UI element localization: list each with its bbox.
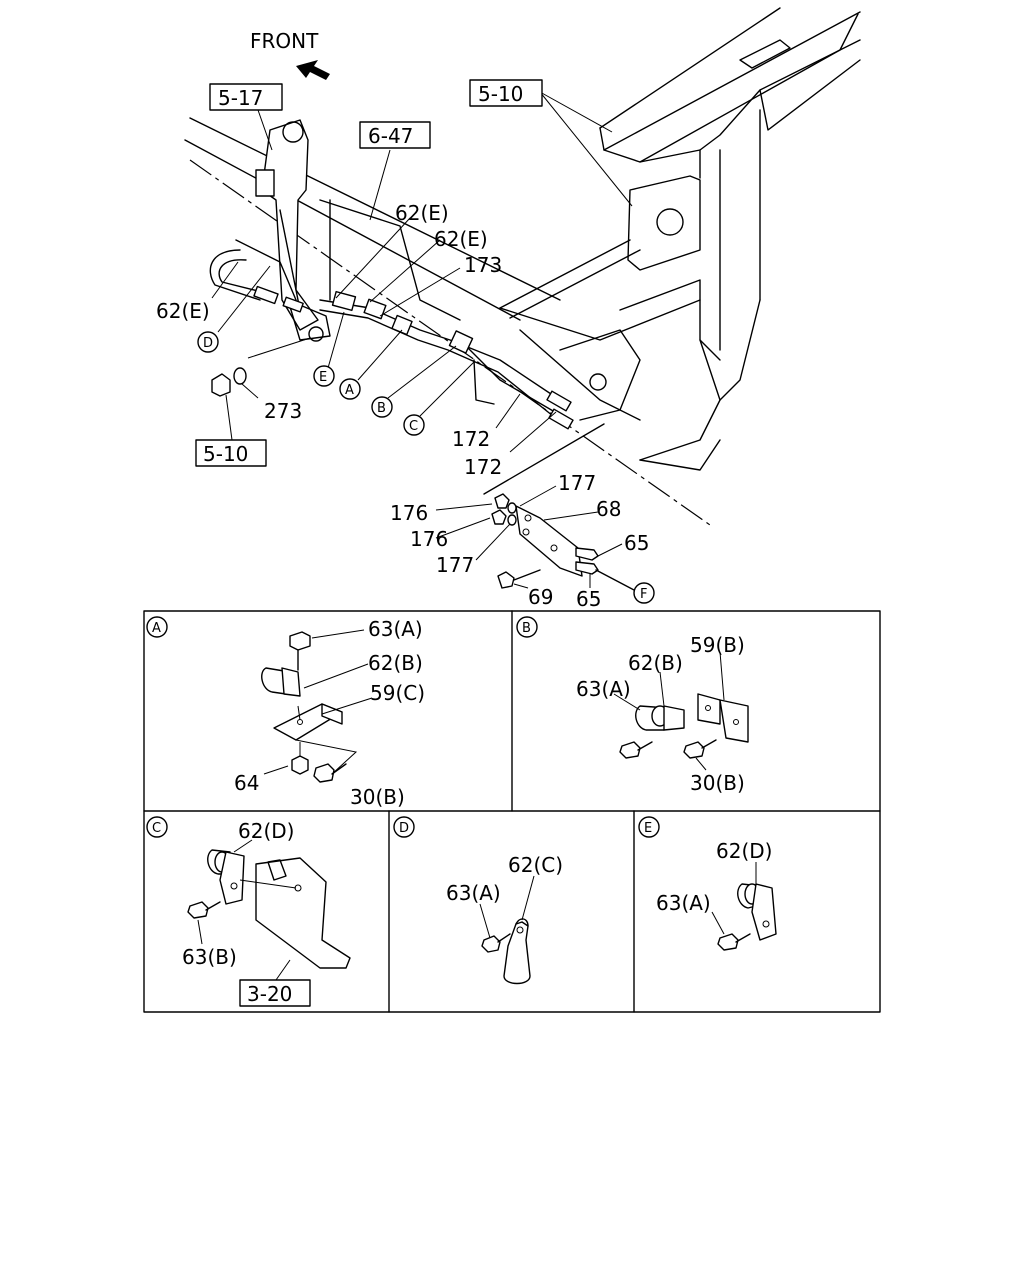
part-label: 68 <box>596 497 621 521</box>
part-label: 172 <box>464 455 502 479</box>
detail-d: D 62(C) 63(A) <box>393 816 563 985</box>
svg-text:F: F <box>640 587 647 602</box>
svg-text:B: B <box>377 401 386 416</box>
part-label: 63(A) <box>368 617 423 641</box>
bracket-assembly <box>483 423 635 591</box>
callout-d: D <box>197 331 219 353</box>
hydraulic-cylinder <box>255 119 331 342</box>
detail-b: B 59(B) 62(B) 63(A) 30(B) <box>516 616 749 795</box>
detail-a: A 63(A) 62(B) 59(C) 64 30(B) <box>146 616 425 809</box>
callout-c: C <box>403 414 425 436</box>
ref-box-6-47 <box>359 121 431 149</box>
callout-b: B <box>371 396 393 418</box>
part-label: 63(A) <box>576 677 631 701</box>
callout-f: F <box>633 582 655 604</box>
part-label: 63(A) <box>656 891 711 915</box>
ref-5-10-top-text: 5-10 <box>478 82 523 106</box>
part-label: 176 <box>410 527 448 551</box>
part-label: 30(B) <box>350 785 405 809</box>
chassis-frame <box>184 7 861 526</box>
ref-5-17-text: 5-17 <box>218 86 263 110</box>
detail-grid <box>143 610 881 1013</box>
svg-text:A: A <box>345 383 354 398</box>
part-label: 64 <box>234 771 259 795</box>
svg-text:A: A <box>152 621 161 636</box>
part-label: 177 <box>558 471 596 495</box>
detail-c: C 62(D) 63(B) 3-20 <box>146 816 351 1007</box>
part-label: 177 <box>436 553 474 577</box>
callout-e: E <box>313 365 335 387</box>
ref-box-5-10-bottom <box>195 439 267 467</box>
leader-lines <box>211 91 633 589</box>
ref-6-47-text: 6-47 <box>368 124 413 148</box>
front-arrow-icon <box>296 60 330 80</box>
part-label: 176 <box>390 501 428 525</box>
hose-lines <box>209 239 574 430</box>
ref-3-20-text: 3-20 <box>247 982 292 1006</box>
part-label: 63(A) <box>446 881 501 905</box>
part-label: 62(B) <box>368 651 423 675</box>
ref-box-5-10-top <box>469 79 543 107</box>
part-label: 62(D) <box>716 839 772 863</box>
part-label: 172 <box>452 427 490 451</box>
callout-a: A <box>339 378 361 400</box>
part-label: 59(C) <box>370 681 425 705</box>
main-assembly: FRONT <box>156 7 861 611</box>
ref-5-10-bottom-text: 5-10 <box>203 442 248 466</box>
svg-text:E: E <box>644 821 652 836</box>
washer-icon <box>233 367 247 385</box>
part-label: 65 <box>624 531 649 555</box>
ref-box-5-17 <box>209 83 283 111</box>
svg-text:B: B <box>522 621 531 636</box>
part-label: 62(E) <box>156 299 210 323</box>
part-label: 62(D) <box>238 819 294 843</box>
svg-text:D: D <box>399 821 409 836</box>
part-label: 65 <box>576 587 601 611</box>
part-label: 63(B) <box>182 945 237 969</box>
part-label: 62(B) <box>628 651 683 675</box>
svg-text:C: C <box>152 821 161 836</box>
part-label: 69 <box>528 585 553 609</box>
part-label: 273 <box>264 399 302 423</box>
front-label: FRONT <box>250 29 319 53</box>
part-label: 62(C) <box>508 853 563 877</box>
part-label: 30(B) <box>690 771 745 795</box>
part-label: 59(B) <box>690 633 745 657</box>
detail-e: E 62(D) 63(A) <box>638 816 777 951</box>
bolt-icon <box>211 373 231 397</box>
svg-text:E: E <box>319 370 327 385</box>
svg-text:D: D <box>203 336 213 351</box>
ref-box-3-20 <box>239 979 311 1007</box>
part-label: 62(E) <box>434 227 488 251</box>
part-label: 62(E) <box>395 201 449 225</box>
part-label: 173 <box>464 253 502 277</box>
svg-text:C: C <box>409 419 418 434</box>
